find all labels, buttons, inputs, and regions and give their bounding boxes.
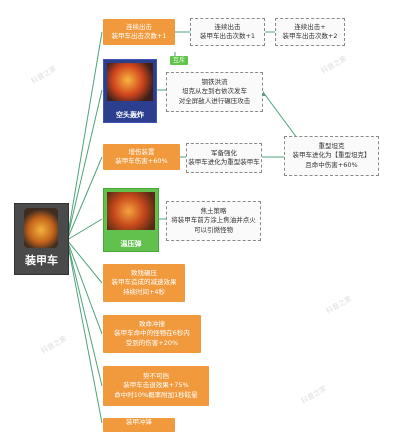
branch-unstoppable[interactable]: 势不可挡 装甲车击退效果+75% 命中时10%概率附加1秒眩晕 (103, 366, 209, 406)
steel-flood-node[interactable]: 钢铁洪流 坦克从左到右依次发车 对全屏敌人进行碾压攻击 (166, 72, 263, 112)
node-title: 势不可挡 (143, 371, 169, 380)
node-text: 装甲车造成的减速效果 (111, 278, 177, 287)
node-title: 连续出击+ (294, 22, 326, 31)
node-text: 装甲车进化为【重型坦克】 (292, 151, 371, 160)
node-title: 连续出击 (214, 22, 241, 31)
consecutive-attack-1-node[interactable]: 连续出击 装甲车出击次数+1 (190, 18, 265, 46)
branch-armored-charge[interactable]: 装甲冲锋 (103, 418, 175, 432)
node-text: 装甲车出击次数+1 (199, 32, 256, 40)
node-text: 对全屏敌人进行碾压攻击 (178, 96, 251, 105)
node-text: 将装甲车前方涂上焦油并点火 (171, 216, 256, 225)
node-title: 钢铁洪流 (201, 77, 228, 86)
node-text: 命中时10%概率附加1秒眩晕 (114, 390, 198, 399)
node-title: 焦土策略 (200, 206, 227, 215)
military-upgrade-node[interactable]: 军备强化 装甲车进化为重型装甲车 (186, 143, 262, 173)
node-text: 可以引燃怪物 (194, 225, 233, 234)
scorched-earth-node[interactable]: 焦土策略 将装甲车前方涂上焦油并点火 可以引燃怪物 (166, 201, 261, 241)
node-text: 且命中伤害+60% (305, 160, 358, 169)
node-title: 军备强化 (211, 148, 237, 157)
node-caption: 空头轰炸 (116, 111, 144, 119)
node-text: 持续时间+4秒 (122, 287, 166, 296)
node-text: 装甲车命中的怪物在6秒内 (114, 329, 190, 338)
node-text: 装甲车出击次数+1 (111, 32, 167, 40)
root-label: 装甲车 (25, 254, 58, 267)
consecutive-attack-2-node[interactable]: 连续出击+ 装甲车出击次数+2 (275, 18, 345, 46)
branch-damage-device[interactable]: 增伤装置 装甲车伤害+60% (103, 144, 180, 170)
heavy-tank-node[interactable]: 重型坦克 装甲车进化为【重型坦克】 且命中伤害+60% (284, 136, 379, 176)
exclusive-tag: 互斥 (170, 56, 188, 65)
node-text: 装甲车出击次数+2 (282, 32, 338, 40)
armored-vehicle-icon (24, 208, 58, 248)
branch-crippling-crush[interactable]: 致残碾压 装甲车造成的减速效果 持续时间+4秒 (103, 264, 185, 302)
node-caption: 温压弹 (120, 240, 142, 248)
branch-thermobaric[interactable]: 温压弹 (103, 188, 159, 252)
node-title: 致命冲撞 (139, 319, 165, 328)
rocket-icon (107, 192, 155, 230)
node-text: 坦克从左到右依次发车 (182, 87, 247, 96)
node-text: 装甲车击退效果+75% (123, 381, 189, 390)
node-title: 重型坦克 (318, 141, 345, 150)
node-title: 装甲冲锋 (126, 418, 152, 426)
node-text: 装甲车伤害+60% (115, 157, 168, 165)
node-text: 受到的伤害+20% (125, 338, 179, 347)
node-title: 连续出击 (126, 22, 152, 31)
branch-consecutive-attack[interactable]: 连续出击 装甲车出击次数+1 (103, 19, 175, 45)
bomb-icon (107, 63, 153, 101)
root-node[interactable]: 装甲车 (14, 203, 69, 275)
branch-air-strike[interactable]: 空头轰炸 (103, 59, 157, 123)
node-text: 装甲车进化为重型装甲车 (188, 158, 260, 166)
branch-deadly-impact[interactable]: 致命冲撞 装甲车命中的怪物在6秒内 受到的伤害+20% (103, 315, 201, 353)
node-title: 致残碾压 (131, 268, 157, 277)
node-title: 增伤装置 (128, 147, 155, 156)
